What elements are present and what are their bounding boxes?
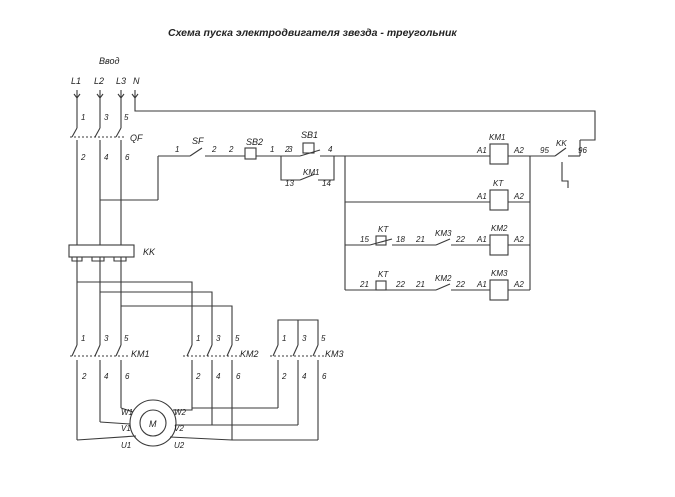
row4-n22a: 22 (395, 280, 405, 289)
row3-n15: 15 (360, 235, 369, 244)
km3-top-5: 5 (321, 334, 326, 343)
km3-top-3: 3 (302, 334, 307, 343)
km1-bottom-4: 4 (104, 372, 109, 381)
km2-feed-bus (77, 281, 233, 345)
motor-v1: V1 (121, 424, 131, 433)
km3-bottom-2: 2 (281, 372, 287, 381)
row3-a2: A2 (513, 235, 524, 244)
qf-bottom-6: 6 (125, 153, 130, 162)
km3-top-1: 1 (282, 334, 286, 343)
row4-n21a: 21 (359, 280, 369, 289)
qf-top-1: 1 (81, 113, 85, 122)
km1-top-1: 1 (81, 334, 85, 343)
sb1-label: SB1 (301, 130, 318, 140)
km1-bottom-6: 6 (125, 372, 130, 381)
km3-star-bridge (277, 319, 319, 345)
row4-coil-label: KM3 (491, 269, 508, 278)
coil-kt-a2: A2 (513, 192, 524, 201)
qf-bottom-4: 4 (104, 153, 109, 162)
line-label-l2: L2 (94, 76, 104, 86)
km2-top-3: 3 (216, 334, 221, 343)
motor-w1: W1 (121, 408, 133, 417)
row4-kt-label: KT (378, 270, 389, 279)
row3-n18: 18 (396, 235, 405, 244)
km1-top-3: 3 (104, 334, 109, 343)
coil-km1-a1: A1 (476, 146, 487, 155)
coil-kt-label: KT (493, 179, 504, 188)
km1-hold-n1: 13 (285, 179, 294, 188)
row4-a1: A1 (476, 280, 487, 289)
overload-label: KK (143, 247, 156, 257)
line-label-n: N (133, 76, 140, 86)
coil-km1-a2: A2 (513, 146, 524, 155)
km1-top-5: 5 (124, 334, 129, 343)
km2-bottom-2: 2 (195, 372, 201, 381)
feed-arrows (73, 93, 139, 99)
kk-contact-label: KK (556, 139, 567, 148)
row3-n21: 21 (415, 235, 425, 244)
km1-bottom-2: 2 (81, 372, 87, 381)
km2-power-contacts (183, 344, 240, 440)
motor-u2: U2 (174, 441, 185, 450)
coil-kt-a1: A1 (476, 192, 487, 201)
km2-label: KM2 (240, 349, 259, 359)
kk-contact-n2: 96 (578, 146, 587, 155)
row3-n22: 22 (455, 235, 465, 244)
power-feed-wires (76, 90, 596, 141)
qf-breaker-contacts (70, 127, 126, 245)
line-label-l1: L1 (71, 76, 81, 86)
qf-top-3: 3 (104, 113, 109, 122)
motor-label: M (149, 419, 157, 429)
sb2-label: SB2 (246, 137, 263, 147)
row4-n21b: 21 (415, 280, 425, 289)
km1-power-contacts (70, 344, 128, 440)
row3-kt-label: KT (378, 225, 389, 234)
row3-a1: A1 (476, 235, 487, 244)
sb1-n1: 3 (288, 145, 293, 154)
km3-power-contacts (270, 344, 324, 440)
overload-relay-kk (68, 244, 135, 345)
km1-label: KM1 (131, 349, 150, 359)
km2-top-1: 1 (196, 334, 200, 343)
sb2-n1: 2 (228, 145, 234, 154)
control-branches (344, 156, 531, 301)
row3-coil-label: KM2 (491, 224, 508, 233)
row4-a2: A2 (513, 280, 524, 289)
motor-wiring (76, 399, 318, 447)
node-left: 2 (284, 145, 290, 154)
qf-bottom-2: 2 (80, 153, 86, 162)
motor-u1: U1 (121, 441, 131, 450)
km1-hold-label: KM1 (303, 168, 319, 177)
row4-n22b: 22 (455, 280, 465, 289)
km3-bottom-4: 4 (302, 372, 307, 381)
sb1-n2: 4 (328, 145, 333, 154)
sf-n2: 2 (211, 145, 217, 154)
kk-contact-n1: 95 (540, 146, 549, 155)
km1-hold-n2: 14 (322, 179, 331, 188)
km2-bottom-4: 4 (216, 372, 221, 381)
control-tap-wire (100, 156, 159, 201)
line-label-l3: L3 (116, 76, 126, 86)
sb2-n2: 1 (270, 145, 274, 154)
row4-km2-label: KM2 (435, 274, 452, 283)
km2-top-5: 5 (235, 334, 240, 343)
motor-w2: W2 (174, 408, 187, 417)
km2-bottom-6: 6 (236, 372, 241, 381)
control-row-1 (158, 140, 581, 188)
sf-label: SF (192, 136, 204, 146)
qf-label: QF (130, 133, 143, 143)
sf-n1: 1 (175, 145, 179, 154)
motor-v2: V2 (174, 424, 184, 433)
diagram-title: Схема пуска электродвигателя звезда - тр… (168, 27, 457, 39)
input-label: Ввод (99, 56, 120, 66)
km3-label: KM3 (325, 349, 344, 359)
qf-top-5: 5 (124, 113, 129, 122)
row3-km3-label: KM3 (435, 229, 452, 238)
coil-km1-label: KM1 (489, 133, 505, 142)
km3-bottom-6: 6 (322, 372, 327, 381)
